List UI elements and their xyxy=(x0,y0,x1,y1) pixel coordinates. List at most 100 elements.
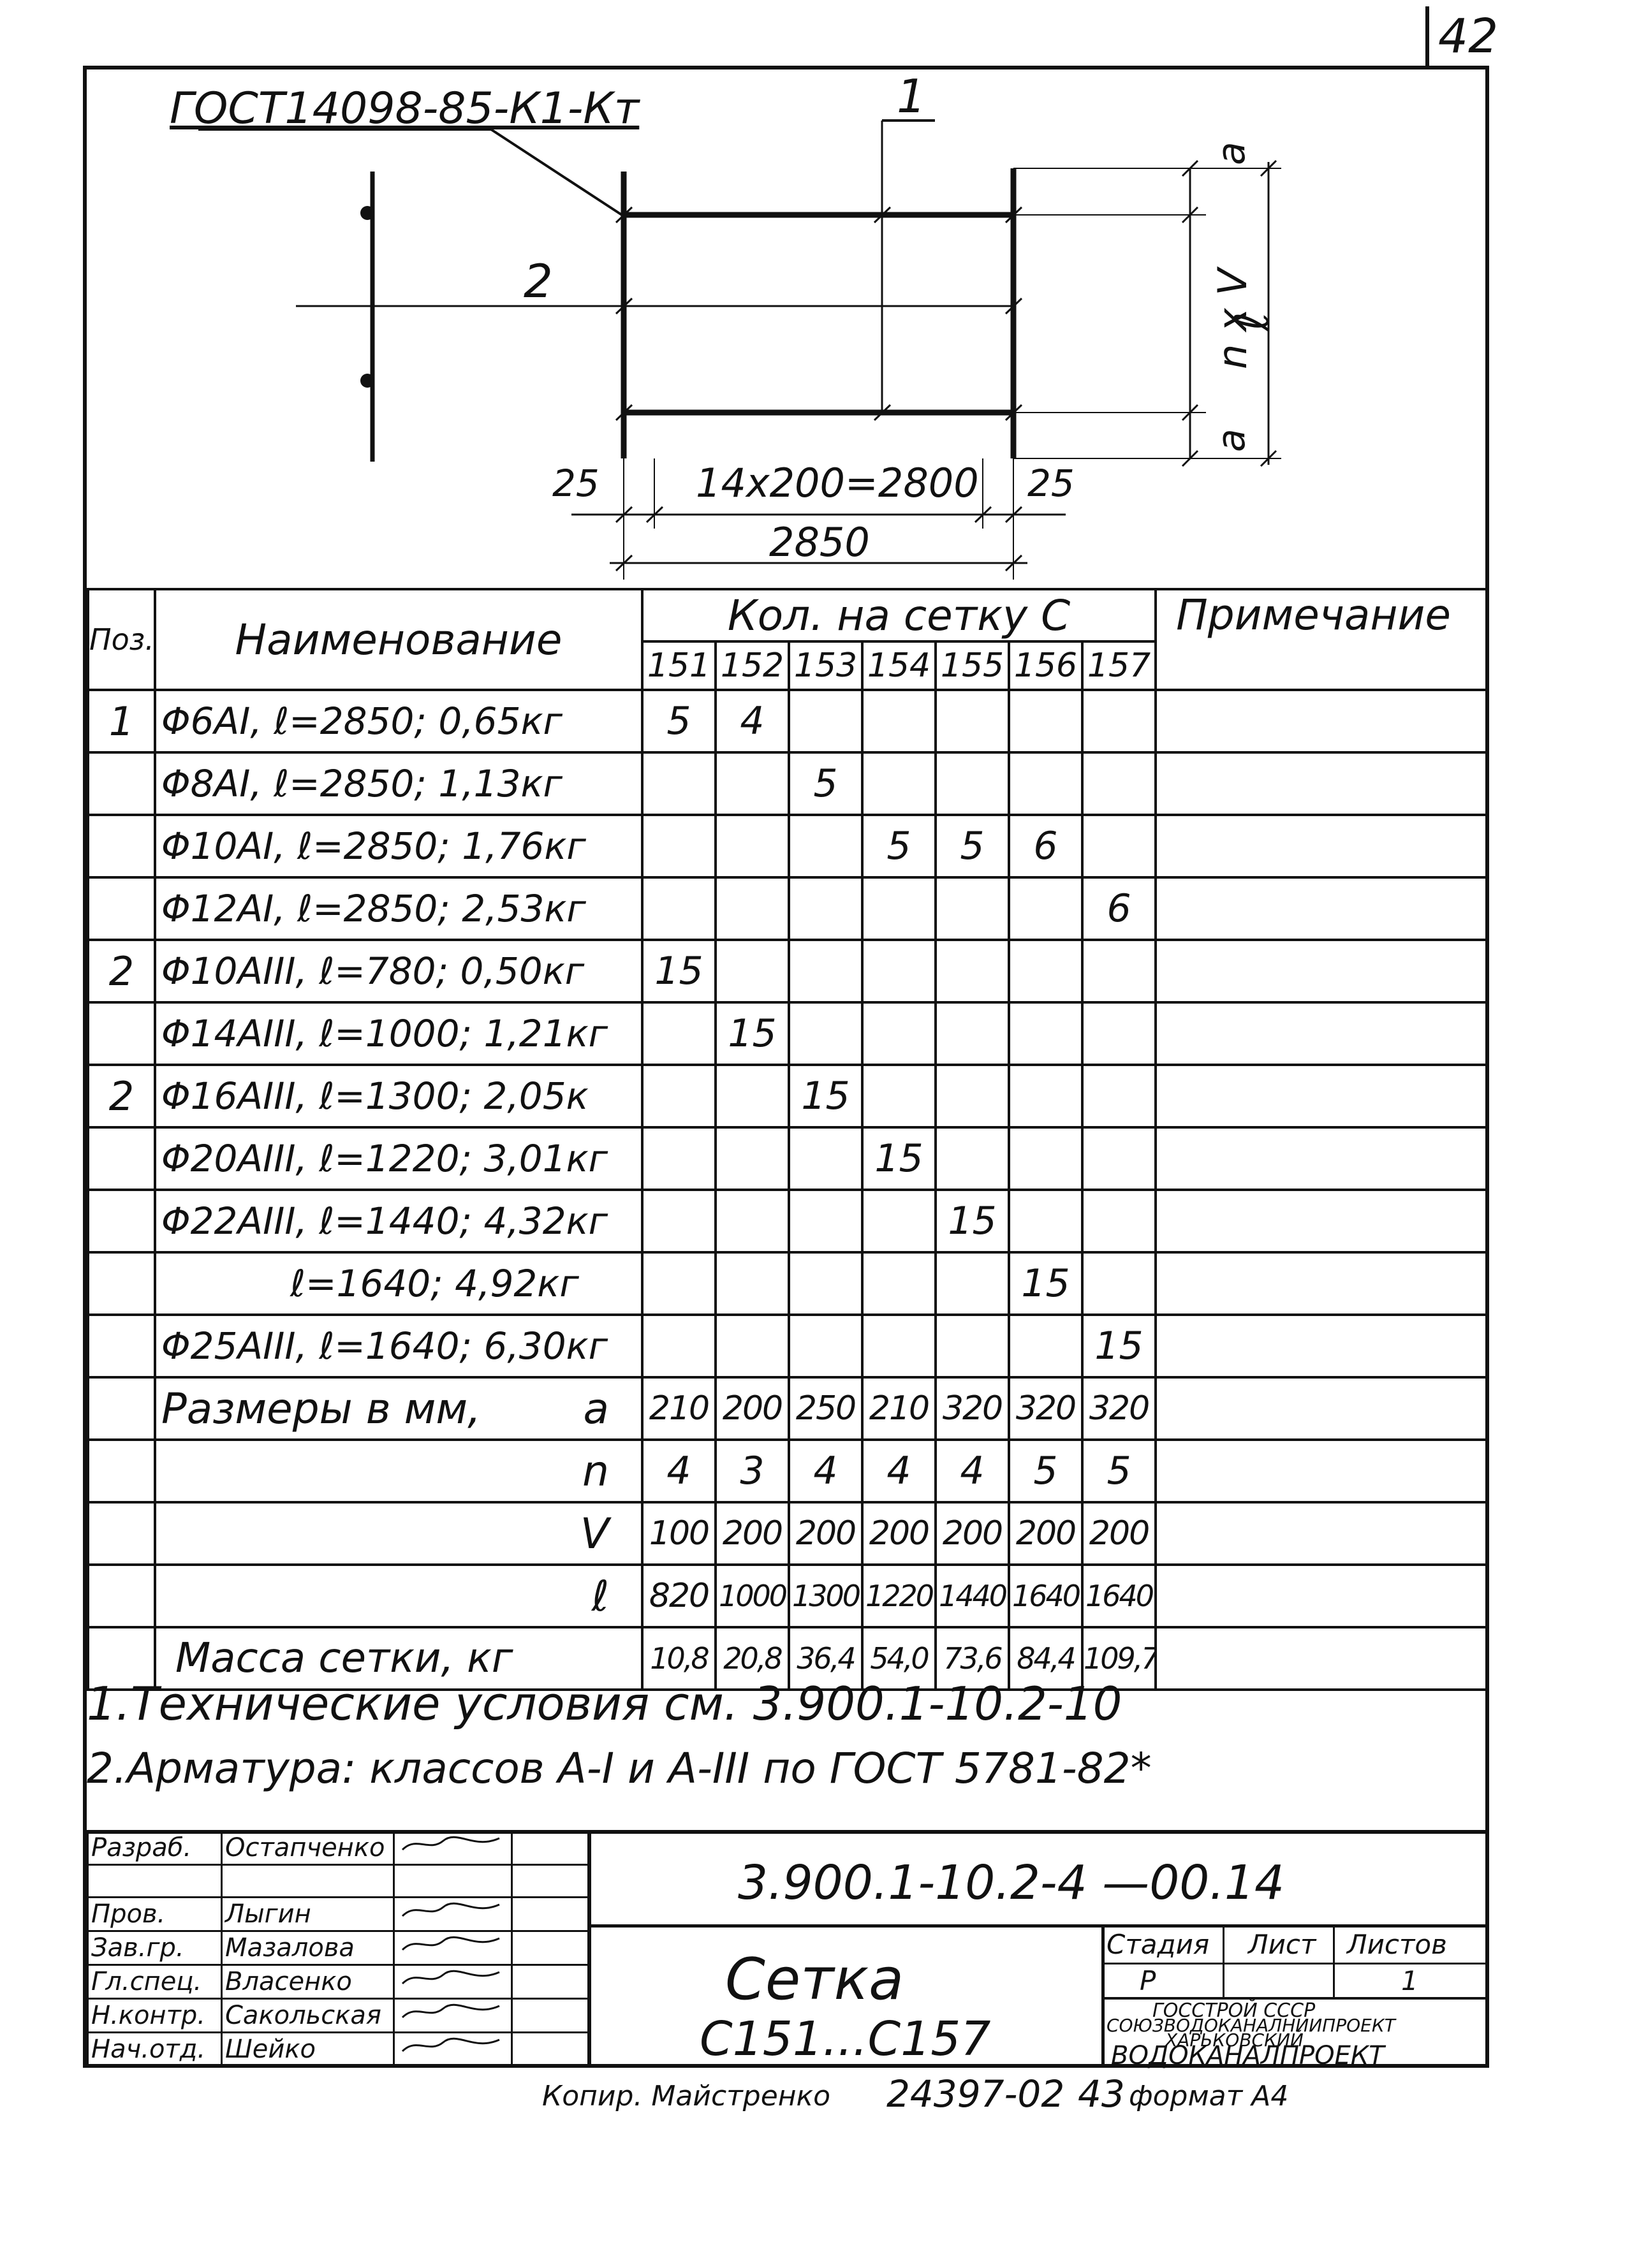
signature-row: Пров.Лыгин xyxy=(87,1896,589,1932)
signature-name: Шейко xyxy=(221,2031,395,2068)
row-note xyxy=(1154,689,1489,754)
row-position xyxy=(87,1001,156,1066)
row-qty-cell xyxy=(788,1001,864,1066)
row-qty-cell: 6 xyxy=(1008,814,1084,879)
row-qty-cell xyxy=(934,1126,1010,1191)
signature-name: Власенко xyxy=(221,1963,395,2000)
row-qty-cell xyxy=(714,1251,790,1316)
row-qty-cell xyxy=(641,1189,717,1254)
row-qty-cell xyxy=(641,1064,717,1129)
specification-table: Поз. Наименование Кол. на сетку С Примеч… xyxy=(87,588,1489,1691)
row-position xyxy=(87,1251,156,1316)
col-157: 157 xyxy=(1080,640,1158,691)
row-note xyxy=(1154,1626,1489,1691)
dim-right-25: 25 xyxy=(1027,462,1075,505)
row-position xyxy=(87,1189,156,1254)
signature-mark xyxy=(393,1896,513,1932)
row-qty-cell xyxy=(641,876,717,941)
signature-icon xyxy=(401,1836,500,1851)
stage-label: Стадия xyxy=(1107,1929,1210,1960)
size-cell: 320 xyxy=(1008,1376,1084,1441)
row-position xyxy=(87,876,156,941)
signature-name: Сакольская xyxy=(221,1997,395,2033)
size-cell: 100 xyxy=(641,1501,717,1566)
footer-page: 43 xyxy=(1078,2072,1125,2116)
stage-value: Р xyxy=(1140,1965,1156,1996)
title-line-1: Сетка xyxy=(725,1946,904,2013)
size-cell: 320 xyxy=(1080,1376,1158,1441)
row-qty-cell: 15 xyxy=(641,939,717,1004)
row-qty-cell xyxy=(641,1251,717,1316)
row-qty-cell xyxy=(714,814,790,879)
row-qty-cell xyxy=(1008,1064,1084,1129)
size-cell: 1640 xyxy=(1008,1563,1084,1628)
row-qty-cell: 15 xyxy=(788,1064,864,1129)
empty-cell xyxy=(393,1864,513,1898)
row-position xyxy=(87,1501,156,1566)
col-151: 151 xyxy=(641,640,717,691)
mesh-drawing-svg xyxy=(198,119,1281,580)
signature-name: Мазалова xyxy=(221,1929,395,1966)
row-position: 2 xyxy=(87,1064,156,1129)
size-cell: 200 xyxy=(714,1501,790,1566)
position-2-label: 2 xyxy=(524,254,553,308)
row-qty-cell xyxy=(861,1313,937,1379)
sheet-number-box: 42 xyxy=(1425,6,1498,67)
row-note xyxy=(1154,1126,1489,1191)
dim-span: 14x200=2800 xyxy=(696,460,979,506)
signature-icon xyxy=(401,1936,500,1950)
size-cell: 4 xyxy=(861,1438,937,1503)
sheet-frame xyxy=(83,66,1489,2068)
signature-date xyxy=(511,1829,589,1866)
row-name: Φ16АIII, ℓ=1300; 2,05к xyxy=(154,1064,643,1129)
row-qty-cell xyxy=(934,1001,1010,1066)
size-cell: 210 xyxy=(861,1376,937,1441)
size-symbol: V xyxy=(580,1509,609,1558)
row-qty-cell: 5 xyxy=(934,814,1010,879)
row-qty-cell xyxy=(1008,1001,1084,1066)
mass-cell: 10,8 xyxy=(641,1626,717,1691)
row-position xyxy=(87,1313,156,1379)
dim-total: 2850 xyxy=(769,519,870,566)
row-qty-cell xyxy=(788,814,864,879)
row-qty-cell xyxy=(1080,1001,1158,1066)
signature-mark xyxy=(393,1929,513,1966)
row-qty-cell xyxy=(1080,939,1158,1004)
size-cell: 1220 xyxy=(861,1563,937,1628)
org-line-1: ГОССТРОЙ СССР xyxy=(1152,2000,1316,2022)
size-cell: 1000 xyxy=(714,1563,790,1628)
size-cell: 5 xyxy=(1008,1438,1084,1503)
row-qty-cell xyxy=(934,751,1010,816)
row-note xyxy=(1154,1251,1489,1316)
row-qty-cell xyxy=(861,1064,937,1129)
org-line-3: ХАРЬКОВСКИЙ xyxy=(1165,2030,1304,2051)
footer-archive: 24397-02 xyxy=(886,2072,1065,2116)
row-qty-cell xyxy=(1080,1126,1158,1191)
row-qty-cell xyxy=(1080,1064,1158,1129)
position-1-label: 1 xyxy=(897,70,926,123)
document-code: 3.900.1-10.2-4 —00.14 xyxy=(738,1855,1285,1910)
row-qty-cell xyxy=(714,1313,790,1379)
size-cell: 250 xyxy=(788,1376,864,1441)
row-qty-cell xyxy=(934,1313,1010,1379)
signature-date xyxy=(511,2031,589,2068)
signature-role: Гл.спец. xyxy=(87,1963,223,2000)
size-cell: 200 xyxy=(788,1501,864,1566)
signature-date xyxy=(511,1997,589,2033)
org-line-4: ВОДОКАНАЛПРОЕКТ xyxy=(1111,2041,1385,2070)
row-note xyxy=(1154,1501,1489,1566)
row-position xyxy=(87,1563,156,1628)
row-qty-cell xyxy=(1080,689,1158,754)
row-qty-cell xyxy=(788,939,864,1004)
title-line-2: С151...С157 xyxy=(700,2012,991,2067)
signature-role: Нач.отд. xyxy=(87,2031,223,2068)
row-name: Φ14АIII, ℓ=1000; 1,21кг xyxy=(154,1001,643,1066)
size-cell: 3 xyxy=(714,1438,790,1503)
signature-name: Остапченко xyxy=(221,1829,395,1866)
row-qty-cell xyxy=(861,751,937,816)
